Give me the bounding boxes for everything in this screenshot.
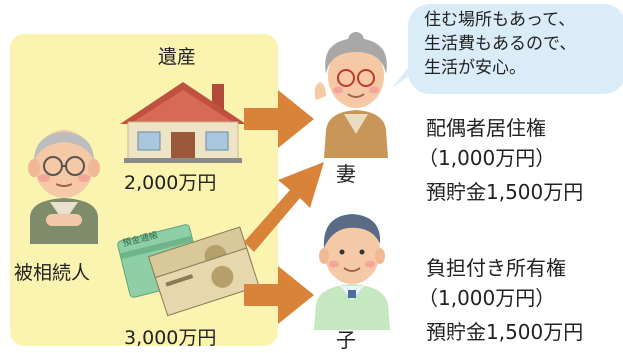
spouse-savings: 預貯金1,500万円 — [426, 180, 584, 204]
speech-line-3: 生活が安心。 — [424, 58, 526, 78]
arrow-cash-to-spouse — [244, 162, 324, 252]
speech-line-2: 生活費もあるので、 — [424, 34, 577, 54]
spouse-right-value: （1,000万円） — [418, 146, 556, 170]
child-savings: 預貯金1,500万円 — [426, 320, 584, 344]
house-icon — [120, 82, 246, 163]
child-illustration — [314, 214, 390, 330]
speech-line-1: 住む場所もあって、 — [424, 10, 576, 30]
child-right-value: （1,000万円） — [418, 286, 556, 310]
decedent-illustration — [28, 130, 100, 244]
speech-bubble — [408, 4, 623, 94]
cash-value: 3,000万円 — [124, 327, 217, 349]
arrow-to-spouse — [244, 90, 314, 148]
decedent-label: 被相続人 — [14, 262, 91, 284]
arrow-to-child — [244, 266, 314, 324]
house-value: 2,000万円 — [124, 172, 217, 194]
spouse-label: 妻 — [336, 162, 356, 186]
speech-bubble-tail — [392, 60, 426, 88]
spouse-right: 配偶者居住権 — [426, 116, 546, 140]
child-right: 負担付き所有権 — [426, 256, 566, 280]
banknotes-icon — [147, 226, 260, 317]
estate-label: 遺産 — [158, 46, 197, 68]
child-label: 子 — [336, 328, 356, 352]
spouse-illustration — [314, 32, 388, 158]
